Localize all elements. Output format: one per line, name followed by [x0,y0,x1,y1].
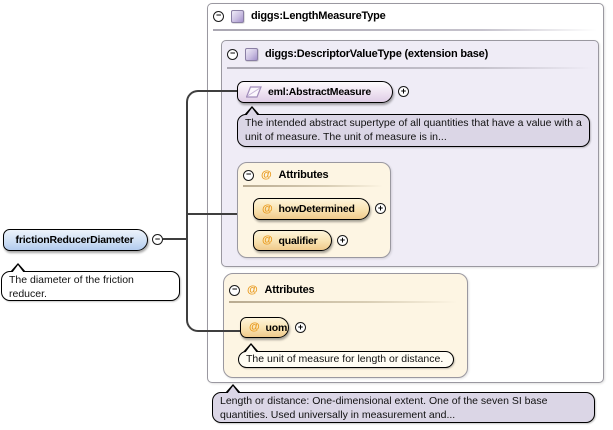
element-icon [246,86,262,98]
expand-icon[interactable]: + [398,86,409,97]
header-own-attributes: − @ Attributes [229,282,315,298]
connector-trunk-bottom [186,239,242,332]
attribute-icon: @ [262,202,273,215]
header-separator [227,67,592,69]
node-label: frictionReducerDiameter [15,234,134,246]
doc-text: The intended abstract supertype of all q… [245,117,582,143]
doc-bubble-abstract-measure: The intended abstract supertype of all q… [237,106,590,147]
header-length-measure-type: − diggs:LengthMeasureType [213,8,386,24]
bubble-pointer [244,106,260,116]
node-label: eml:AbstractMeasure [268,86,371,98]
node-label: uom [265,321,288,334]
attributes-title: Attributes [278,169,329,181]
attributes-title: Attributes [264,284,315,296]
node-abstract-measure[interactable]: eml:AbstractMeasure [237,81,393,103]
attribute-icon: @ [247,283,258,296]
node-attribute-howdetermined[interactable]: @ howDetermined [253,198,370,220]
header-separator [213,29,597,31]
type-title: diggs:LengthMeasureType [251,10,386,22]
collapse-icon[interactable]: − [152,234,163,245]
connector-attributes-branch [187,213,237,215]
bubble-pointer [10,263,26,273]
node-label: qualifier [278,234,318,247]
doc-text: Length or distance: One-dimensional exte… [220,395,548,421]
attribute-icon: @ [261,168,272,181]
connector-root-element [163,238,187,240]
doc-bubble-uom: The unit of measure for length or distan… [238,343,454,368]
header-separator [243,185,383,187]
bubble-pointer [225,384,241,394]
connector-trunk-top [186,90,239,241]
node-label: howDetermined [278,203,355,215]
node-attribute-qualifier[interactable]: @ qualifier [253,230,332,251]
header-extension-attributes: − @ Attributes [243,167,329,183]
collapse-icon[interactable]: − [229,284,240,296]
doc-bubble-friction-reducer: The diameter of the friction reducer. [1,263,180,301]
complex-type-icon [245,47,258,61]
node-attribute-uom[interactable]: @ uom [240,317,289,338]
collapse-icon[interactable]: − [243,169,254,181]
header-descriptor-value-type: − diggs:DescriptorValueType (extension b… [227,46,488,62]
collapse-icon[interactable]: − [227,48,238,60]
expand-icon[interactable]: + [375,203,386,214]
extension-title: diggs:DescriptorValueType (extension bas… [265,48,489,60]
complex-type-icon [231,9,244,23]
doc-bubble-length-measure-type: Length or distance: One-dimensional exte… [212,384,595,423]
attribute-icon: @ [249,321,260,333]
node-friction-reducer-diameter[interactable]: frictionReducerDiameter [3,229,148,251]
expand-icon[interactable]: + [295,322,306,333]
collapse-icon[interactable]: − [213,10,224,22]
attribute-icon: @ [262,234,273,246]
expand-icon[interactable]: + [337,235,348,246]
bubble-pointer [243,343,259,353]
header-separator [229,301,457,303]
doc-text: The unit of measure for length or distan… [246,353,444,365]
doc-text: The diameter of the friction reducer. [9,274,134,300]
